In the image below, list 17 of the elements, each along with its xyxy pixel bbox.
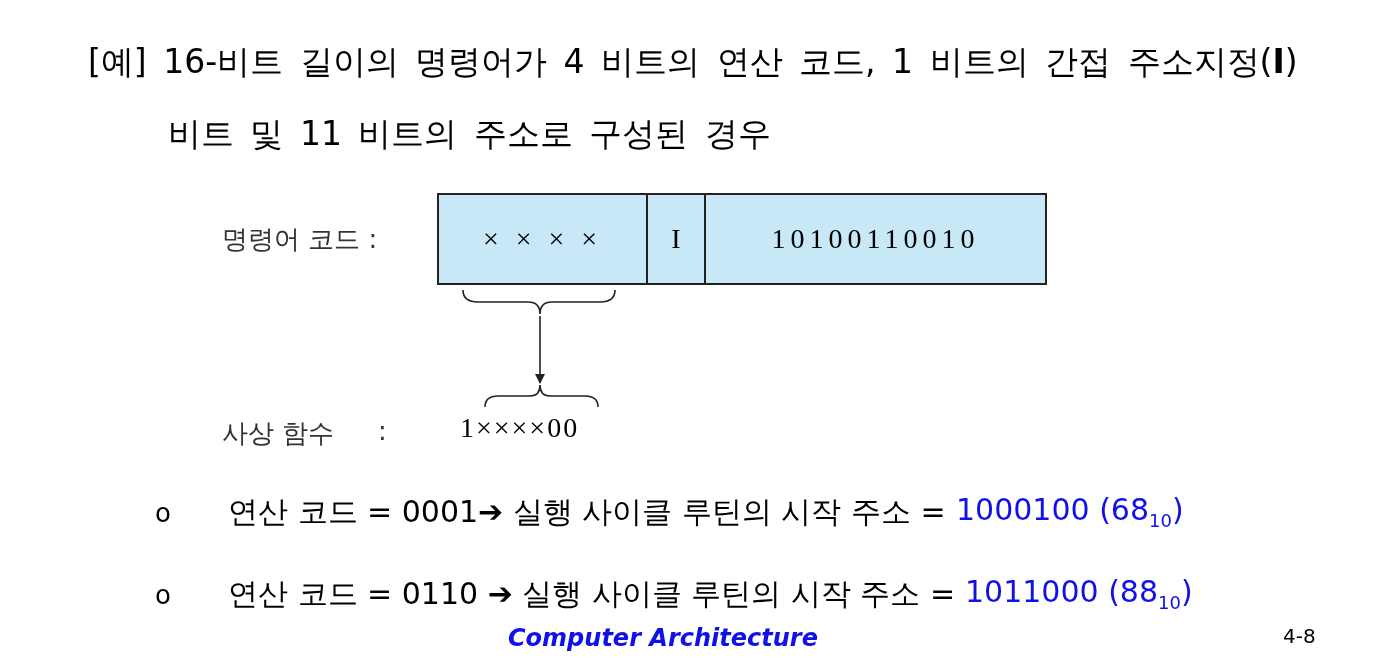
page-number: 4-8 xyxy=(1283,624,1316,648)
arrow xyxy=(535,315,545,384)
address-value: 1011000 (88$_{10}$) xyxy=(965,574,1193,613)
sentence: 연산 코드 = 0001➔ 실행 사이클 루틴의 시작 주소 = xyxy=(228,493,946,531)
mapped-code: 1××××00 xyxy=(460,412,580,444)
address-value: 1000100 (68$_{10}$) xyxy=(956,492,1184,531)
field-box: I xyxy=(646,193,706,285)
footer-text: Computer Architecture xyxy=(508,624,818,652)
bullet: o xyxy=(155,580,171,610)
field-box: 10100110010 xyxy=(704,193,1047,285)
title: [예] 16-비트 길이의 명령어가 4 비트의 연산 코드, 1 비트의 간접 주소지정(I) 비트 및 11 비트의 주소로 구성된 경우 xyxy=(88,41,1299,155)
bullet: o xyxy=(155,498,171,528)
sentence: 연산 코드 = 0110 ➔ 실행 사이클 루틴의 시작 주소 = xyxy=(228,575,956,613)
field-label: 명령어 코드 : xyxy=(222,223,378,256)
field-label: 사상 함수 xyxy=(222,417,335,450)
colon: : xyxy=(378,416,387,446)
field-box: × × × × xyxy=(437,193,648,285)
